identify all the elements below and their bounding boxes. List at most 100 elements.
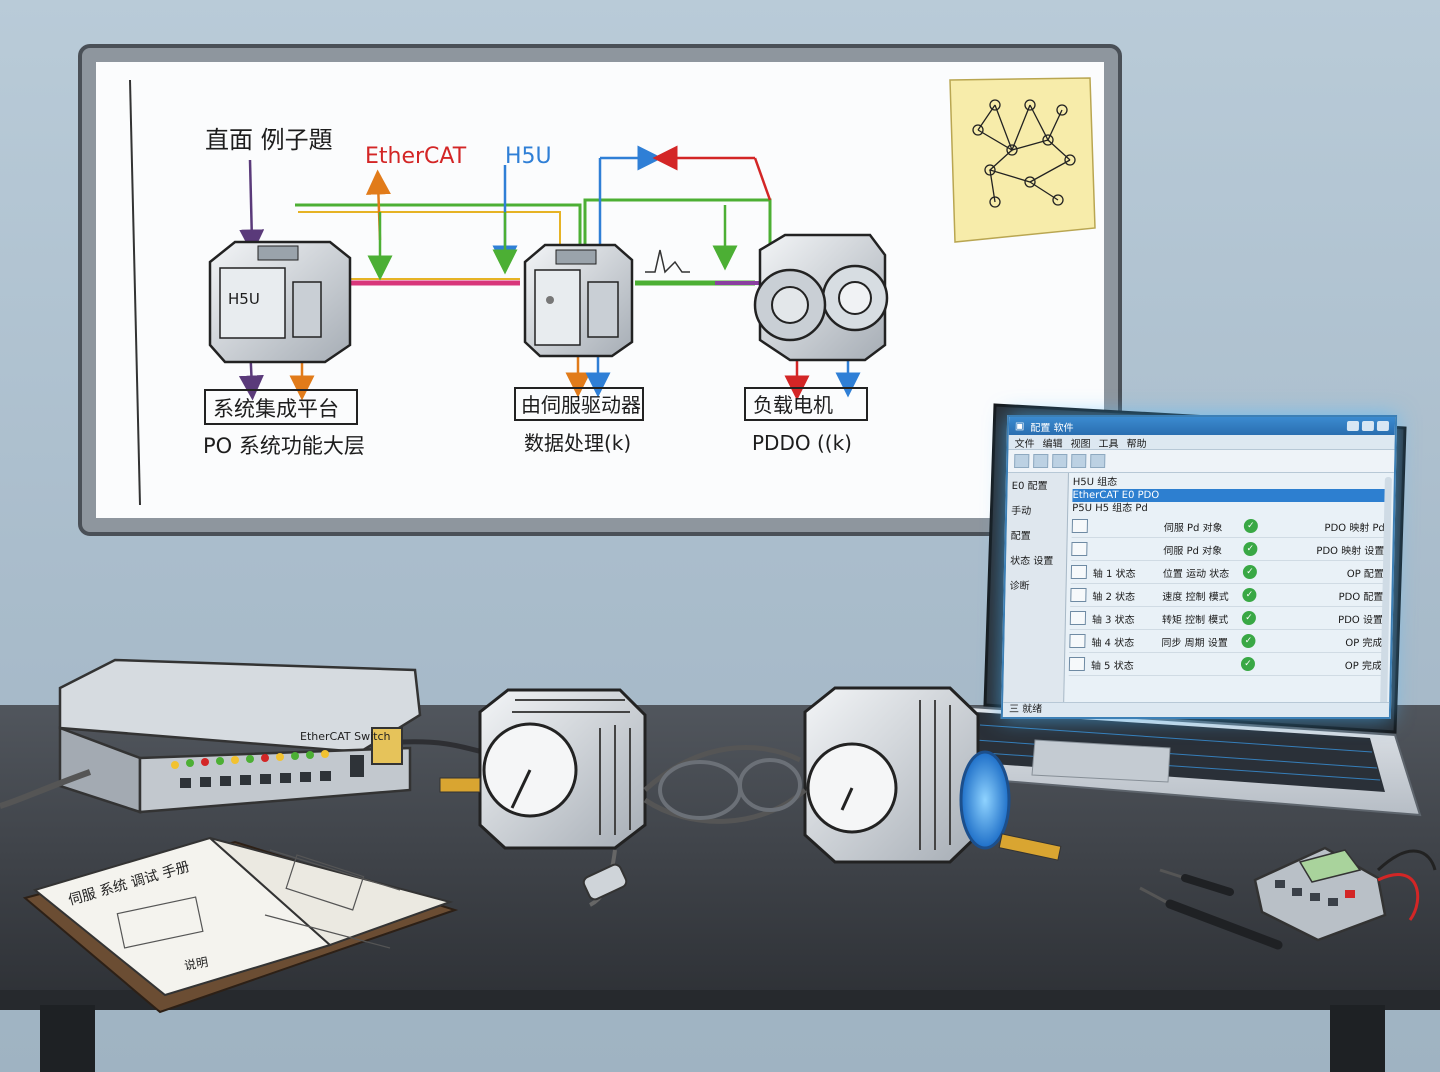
check-icon: ✓	[1242, 565, 1258, 579]
servo-drive-icon	[1070, 588, 1087, 602]
row-value: OP 完成	[1344, 660, 1383, 672]
wb-signal-squiggle	[645, 249, 690, 274]
table-row[interactable]: 轴 5 状态 ✓ OP 完成	[1068, 653, 1383, 676]
servo-motor-left	[439, 688, 647, 907]
motor-shaft-right	[998, 833, 1062, 861]
toolbar-open-icon[interactable]	[1033, 454, 1049, 468]
wb-device-1: H5U	[208, 240, 352, 364]
sidebar-item-status[interactable]: 状态 设置	[1010, 556, 1054, 567]
row-value: OP 配置	[1346, 568, 1384, 580]
menu-item-view[interactable]: 视图	[1070, 438, 1091, 450]
row-name: 轴 2 状态	[1092, 591, 1136, 603]
servo-drive-icon	[1070, 565, 1088, 579]
wb-subcaption-2: 数据处理(k)	[524, 431, 631, 455]
table-row[interactable]: 轴 4 状态 同步 周期 设置 ✓ OP 完成	[1069, 630, 1383, 653]
app-status-bar: 三 就绪	[1002, 702, 1396, 717]
toolbar-save-icon[interactable]	[1052, 454, 1068, 468]
wb-caption-1: 系统集成平台	[213, 397, 339, 421]
manual-book: 伺服 系统 调试 手册 说明	[22, 836, 459, 1014]
wb-device-1-label: H5U	[228, 290, 260, 308]
motor-encoder-wheel	[959, 750, 1011, 850]
wb-bus-green	[295, 203, 582, 245]
sticky-note-graph	[972, 99, 1076, 208]
app-logo-icon: ▣	[1014, 420, 1025, 432]
motor-cables	[643, 745, 807, 824]
sidebar-item-manual[interactable]: 手动	[1011, 506, 1032, 517]
row-value: PDO 映射 设置	[1316, 545, 1385, 557]
servo-drive-icon	[1068, 657, 1086, 671]
multimeter-display	[1298, 849, 1362, 883]
table-row[interactable]: 伺服 Pd 对象 ✓ PDO 映射 Pd	[1071, 515, 1386, 538]
sidebar-item-diagnostics[interactable]: 诊断	[1009, 581, 1030, 592]
app-toolbar	[1007, 450, 1395, 473]
manual-page-label: 说明	[183, 954, 209, 973]
wb-ethercat-label: EtherCAT	[365, 144, 467, 169]
wb-caption-2: 由伺服驱动器	[521, 393, 641, 417]
laptop-screen: ▣ 配置 软件 文件 编辑 视图 工具 帮助 E0 配置 手动 配置 状态 设置…	[1000, 415, 1398, 719]
motor-shaft-left	[439, 777, 481, 793]
wb-caption-1-box	[204, 389, 358, 425]
wb-h5u-label: H5U	[505, 144, 552, 169]
switch-label: EtherCAT Switch	[300, 730, 390, 743]
tree-item-h5u[interactable]: H5U 组态	[1072, 477, 1118, 488]
toolbar-download-icon[interactable]	[1090, 454, 1106, 468]
tree-item-ethercat[interactable]: EtherCAT E0 PDO	[1072, 489, 1386, 502]
sidebar-item-io-config[interactable]: E0 配置	[1011, 481, 1048, 492]
screwdrivers	[1139, 868, 1283, 950]
wb-device-3	[753, 233, 889, 362]
wb-device-2	[523, 243, 634, 358]
sidebar-item-config[interactable]: 配置	[1010, 531, 1031, 542]
menu-item-file[interactable]: 文件	[1014, 438, 1035, 450]
toolbar-connect-icon[interactable]	[1071, 454, 1087, 468]
app-sidebar: E0 配置 手动 配置 状态 设置 诊断	[1002, 473, 1069, 719]
row-value: PDO 映射 Pd	[1324, 522, 1385, 534]
servo-drive-icon	[1069, 634, 1086, 648]
app-main-panel: H5U 组态 EtherCAT E0 PDO P5U H5 组态 Pd 伺服 P…	[1064, 473, 1394, 719]
check-icon: ✓	[1243, 519, 1259, 533]
row-name: 轴 5 状态	[1090, 660, 1134, 672]
wb-header-left: 直面 例子題	[205, 126, 333, 154]
table-row[interactable]: 轴 1 状态 位置 运动 状态 ✓ OP 配置	[1070, 561, 1385, 584]
table-row[interactable]: 伺服 Pd 对象 ✓ PDO 映射 设置	[1071, 538, 1385, 561]
switch-ports	[180, 755, 364, 788]
row-desc: 速度 控制 模式	[1162, 591, 1229, 603]
menu-item-help[interactable]: 帮助	[1126, 438, 1147, 450]
check-icon: ✓	[1241, 611, 1257, 625]
row-desc: 位置 运动 状态	[1162, 568, 1230, 580]
tree-item-p5u[interactable]: P5U H5 组态 Pd	[1072, 503, 1148, 514]
row-desc: 同步 周期 设置	[1161, 637, 1228, 649]
vertical-axis-line	[129, 79, 141, 506]
row-desc: 伺服 Pd 对象	[1163, 522, 1223, 534]
switch-status-leds	[171, 750, 329, 769]
check-icon: ✓	[1241, 634, 1256, 648]
toolbar-new-icon[interactable]	[1014, 454, 1030, 468]
row-value: PDO 设置	[1337, 614, 1384, 626]
laptop-trackpad	[1031, 739, 1171, 783]
row-value: PDO 配置	[1338, 591, 1384, 603]
menu-item-edit[interactable]: 编辑	[1042, 438, 1063, 450]
table-row[interactable]: 轴 2 状态 速度 控制 模式 ✓ PDO 配置	[1070, 584, 1384, 607]
wb-caption-3-box	[744, 387, 868, 421]
servo-drive-icon	[1071, 519, 1089, 533]
wb-subcaption-3: PDDO ((k)	[752, 431, 852, 455]
servo-motor-right	[803, 686, 1062, 864]
table-row[interactable]: 轴 3 状态 转矩 控制 模式 ✓ PDO 设置	[1069, 607, 1384, 630]
row-name: 轴 3 状态	[1091, 614, 1135, 626]
close-button[interactable]	[1376, 421, 1390, 431]
sticky-note	[949, 77, 1096, 243]
app-menubar: 文件 编辑 视图 工具 帮助	[1008, 435, 1395, 450]
maximize-button[interactable]	[1361, 421, 1375, 431]
app-window-title: 配置 软件	[1030, 422, 1074, 434]
multimeter	[1253, 846, 1437, 942]
servo-drive-icon	[1069, 611, 1087, 625]
row-name: 轴 1 状态	[1092, 568, 1136, 580]
menu-item-tools[interactable]: 工具	[1098, 438, 1119, 450]
minimize-button[interactable]	[1346, 421, 1360, 431]
row-desc: 伺服 Pd 对象	[1163, 545, 1223, 557]
check-icon: ✓	[1243, 542, 1258, 556]
row-name: 轴 4 状态	[1091, 637, 1135, 649]
row-desc: 转矩 控制 模式	[1161, 614, 1229, 626]
wb-caption-2-box	[514, 387, 644, 421]
app-titlebar: ▣ 配置 软件	[1008, 417, 1396, 435]
ethercat-switch: EtherCAT Switch	[0, 658, 521, 814]
